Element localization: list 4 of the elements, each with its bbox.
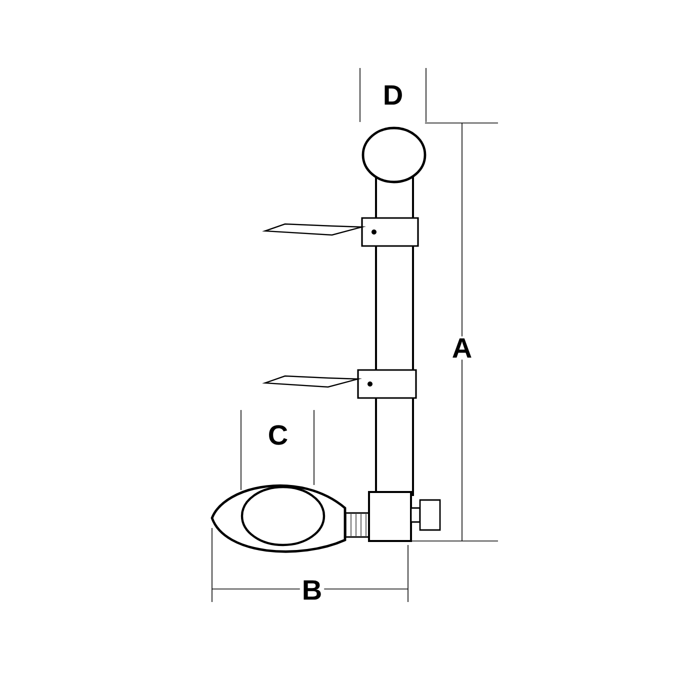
dimension-label: A xyxy=(450,336,474,360)
dimension-label: B xyxy=(300,578,324,602)
dimension-label: C xyxy=(266,423,290,447)
dimension-label: D xyxy=(380,83,406,107)
